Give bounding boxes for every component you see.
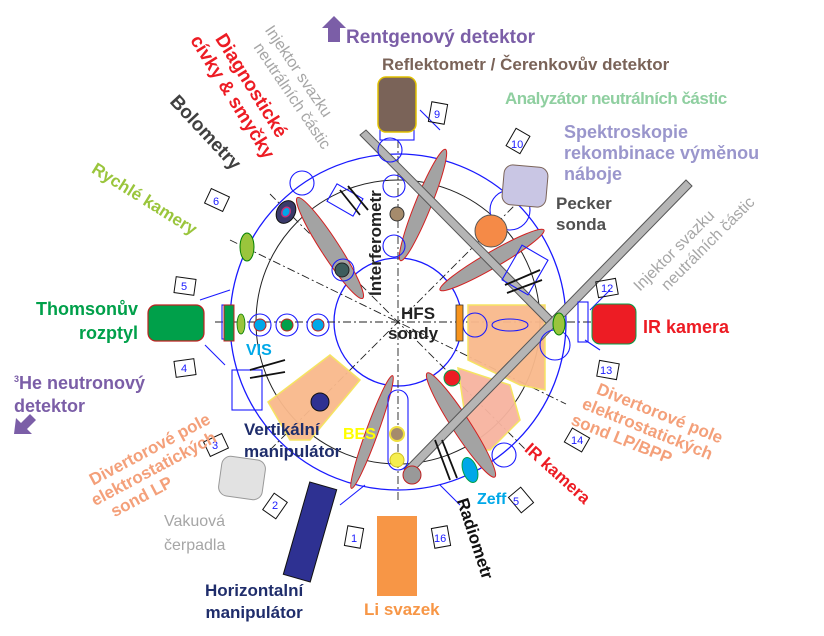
- fast-camera-lens: [239, 232, 255, 262]
- label-interferometr: Interferometr: [366, 190, 385, 296]
- label-thomson-line1: Thomsonův: [36, 299, 138, 319]
- vis-lens: [236, 313, 246, 335]
- label-thomson: Thomsonův rozptyl: [14, 297, 138, 345]
- vakuova-box: [218, 455, 266, 501]
- port-number-2: 2: [272, 500, 278, 512]
- label-vertikalni-line1: Vertikální: [244, 420, 320, 439]
- label-horizontalni-manipulator: Horizontalní manipulátor: [205, 580, 303, 624]
- port-number-boxes: [173, 101, 620, 549]
- label-vakuova: Vakuová čerpadla: [164, 510, 225, 558]
- port-numbers: 6 5 4 3 2 1 16 5 14 13 12 10 9: [181, 109, 613, 545]
- thomson-window: [223, 304, 235, 342]
- lower-ir-port: [443, 369, 461, 387]
- label-he-line2: detektor: [14, 396, 86, 416]
- bes-port-1: [389, 426, 405, 442]
- port-number-5-left: 5: [181, 281, 187, 293]
- vis-port-2: [280, 318, 294, 332]
- thomson-box: [147, 304, 205, 342]
- label-spektroskopie: Spektroskopie rekombinace výměnou náboje: [564, 122, 759, 185]
- label-pecker-line1: Pecker: [556, 194, 612, 213]
- label-hfs-line1: HFS: [401, 304, 436, 323]
- port-number-15: 5: [513, 496, 519, 508]
- label-he-superscript: 3: [14, 374, 20, 384]
- port-number-10: 10: [511, 139, 523, 151]
- label-li-svazek: Li svazek: [364, 600, 440, 619]
- vis-port-1: [253, 318, 267, 332]
- port-number-9: 9: [434, 109, 440, 121]
- label-he-text: He neutronový: [19, 373, 146, 393]
- label-horizontalni-line2: manipulátor: [205, 603, 303, 622]
- label-horizontalni-line1: Horizontalní: [205, 581, 304, 600]
- label-spektroskopie-line3: náboje: [564, 164, 623, 184]
- port-number-16: 16: [434, 533, 446, 545]
- vis-port-3: [311, 318, 325, 332]
- label-vis: VIS: [246, 342, 272, 359]
- label-vakuova-line2: čerpadla: [164, 537, 226, 554]
- interferometer-port: [389, 206, 405, 222]
- ir-camera-box: [591, 303, 637, 345]
- label-analyzator: Analyzátor neutrálních částic: [505, 89, 727, 108]
- label-thomson-line2: rozptyl: [78, 323, 138, 343]
- label-hfs-sondy: HFS sondy: [388, 304, 438, 344]
- arrow-up-icon: [322, 16, 346, 42]
- arrow-down-left-icon: [14, 414, 36, 434]
- port-number-13: 13: [600, 365, 612, 377]
- vertical-manipulator-port: [310, 392, 330, 412]
- label-hfs-line2: sondy: [388, 324, 439, 343]
- horizontal-manipulator-bar: [282, 481, 338, 583]
- label-pecker-line2: sonda: [556, 215, 607, 234]
- bes-port-2: [389, 452, 405, 468]
- li-svazek-box: [377, 516, 417, 596]
- dark-port: [334, 262, 350, 278]
- ir-camera-lens: [552, 312, 566, 336]
- bolometer-core: [280, 206, 292, 218]
- port-number-6: 6: [213, 196, 219, 208]
- label-bes: BES: [343, 426, 376, 443]
- label-pecker-sonda: Pecker sonda: [556, 193, 612, 235]
- label-vertikalni-line2: manipulátor: [244, 442, 342, 461]
- zeff-lens: [461, 457, 479, 483]
- hfs-probe-bar: [455, 304, 464, 342]
- reflektometr-box: [377, 76, 417, 133]
- sensor-lines: [249, 185, 543, 481]
- label-he-neutron: 3He neutronový detektor: [14, 368, 145, 418]
- port-number-12: 12: [601, 283, 613, 295]
- radiometr-port: [402, 465, 422, 485]
- label-spektroskopie-line1: Spektroskopie: [564, 122, 689, 142]
- port-number-1: 1: [351, 533, 357, 545]
- mirrors: [295, 148, 545, 489]
- label-rentgen: Rentgenový detektor: [346, 27, 535, 48]
- label-reflektometr: Reflektometr / Čerenkovův detektor: [382, 55, 670, 74]
- spektroskopie-box: [501, 164, 549, 208]
- port-outlines: [199, 109, 611, 506]
- port-number-3: 3: [212, 440, 218, 452]
- label-spektroskopie-line2: rekombinace výměnou: [564, 143, 760, 163]
- label-zeff: Zeff: [477, 491, 507, 508]
- pecker-probe: [474, 214, 508, 248]
- label-vakuova-line1: Vakuová: [164, 513, 226, 530]
- label-he-line1: 3He neutronový: [14, 368, 145, 395]
- label-vertikalni-manipulator: Vertikální manipulátor: [244, 419, 341, 463]
- port-number-4: 4: [181, 363, 187, 375]
- label-ir-kamera-right: IR kamera: [643, 317, 730, 337]
- port-number-14: 14: [571, 435, 583, 447]
